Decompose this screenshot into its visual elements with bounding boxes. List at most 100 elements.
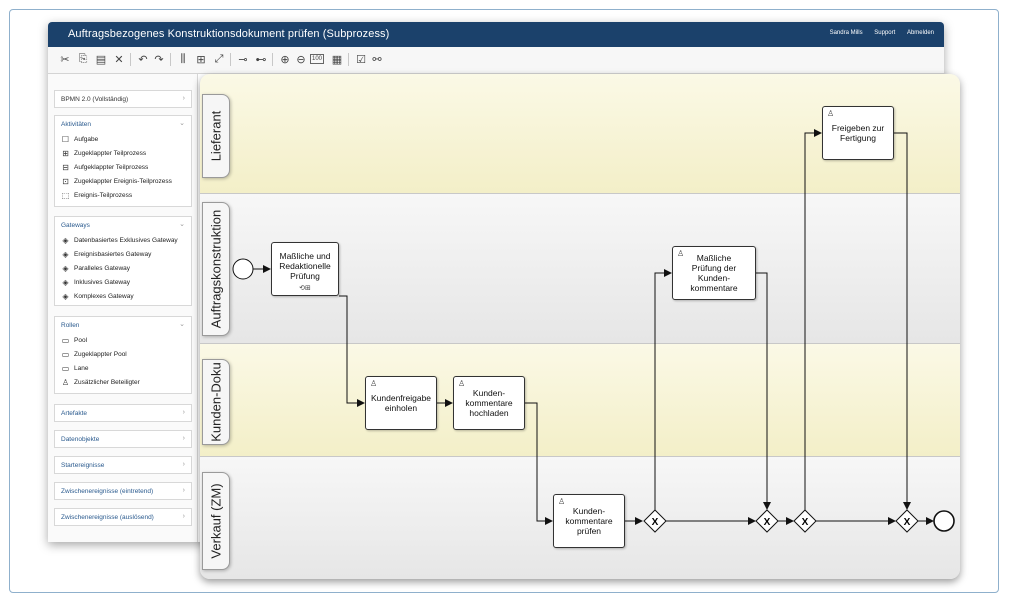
palette-item-exclusive-gateway[interactable]: ◈ Datenbasiertes Exklusives Gateway (61, 236, 178, 245)
section-startereignisse[interactable]: Startereignisse › (54, 456, 192, 474)
task-kundenkommentare-hochladen[interactable]: ♙ Kunden-kommentare hochladen (453, 376, 525, 430)
collapsed-pool-icon: ▭ (61, 350, 70, 359)
chevron-down-icon[interactable]: ⌄ (179, 321, 185, 328)
align-horizontal-icon[interactable]: ⫼ (180, 52, 186, 65)
palette-item-pool[interactable]: ▭Pool (61, 336, 87, 345)
event-gateway-icon: ◈ (62, 250, 69, 259)
section-title: Artefakte (61, 410, 88, 417)
exclusive-gateway-icon: ◈ (62, 236, 69, 245)
user-task-icon: ♙ (827, 109, 835, 118)
palette-item-zugeklappter-ereignis-teilprozess[interactable]: ⊡Zugeklappter Ereignis-Teilprozess (61, 177, 172, 186)
paste-icon[interactable]: ▤ (95, 53, 107, 66)
chevron-right-icon: › (182, 461, 185, 468)
logout-link[interactable]: Abmelden (906, 30, 934, 36)
zoom-out-icon[interactable]: ⊖ (296, 53, 306, 66)
undo-icon[interactable]: ↶ (138, 53, 148, 66)
chevron-right-icon: › (182, 435, 185, 442)
task-label: Maßliche Prüfung der Kunden-kommentare (690, 253, 738, 293)
chevron-down-icon[interactable]: ⌄ (179, 120, 185, 127)
share-icon[interactable]: ⚯ (372, 53, 382, 66)
palette-item-label: Paralleles Gateway (74, 265, 130, 272)
toolbar-separator (272, 53, 273, 66)
check-icon[interactable]: ☑ (356, 53, 366, 66)
lane-label-auftragskonstruktion[interactable]: Auftragskonstruktion (202, 202, 230, 336)
palette-item-event-gateway[interactable]: ◈Ereignisbasiertes Gateway (61, 250, 151, 259)
palette-item-parallel-gateway[interactable]: ◈Paralleles Gateway (61, 264, 130, 273)
palette-item-aufgabe[interactable]: ☐ Aufgabe (61, 135, 98, 144)
palette-item-inclusive-gateway[interactable]: ◈Inklusives Gateway (61, 278, 130, 287)
section-artefakte[interactable]: Artefakte › (54, 404, 192, 422)
user-name[interactable]: Sandra Mills (829, 30, 863, 36)
task-freigeben-zur-fertigung[interactable]: ♙ Freigeben zur Fertigung (822, 106, 894, 160)
section-title: Zwischenereignisse (eintretend) (61, 488, 154, 495)
toolbar-separator (348, 53, 349, 66)
palette-item-label: Zusätzlicher Beteiligter (74, 379, 140, 386)
palette-item-label: Aufgabe (74, 136, 99, 143)
person-icon: ♙ (61, 378, 70, 387)
section-title: Zwischenereignisse (auslösend) (61, 514, 154, 521)
lane-icon: ▭ (61, 364, 70, 373)
task-kundenkommentare-pruefen[interactable]: ♙ Kunden-kommentare prüfen (553, 494, 625, 548)
fit-icon[interactable]: ⤢ (214, 52, 224, 65)
task-label: Maßliche und Redaktionelle Prüfung (279, 251, 331, 281)
copy-icon[interactable]: ⎘ (78, 52, 88, 65)
chevron-right-icon: › (182, 95, 185, 102)
chevron-right-icon: › (182, 487, 185, 494)
section-zwischenereignisse-eintretend[interactable]: Zwischenereignisse (eintretend) › (54, 482, 192, 500)
section-aktivitaeten: Aktivitäten ⌄ ☐ Aufgabe ⊞ Zugeklappter Tei… (54, 115, 192, 207)
section-title[interactable]: Gateways (61, 222, 90, 229)
task-massliche-pruefung-kundenkommentare[interactable]: ♙ Maßliche Prüfung der Kunden-kommentare (672, 246, 756, 300)
redo-icon[interactable]: ↷ (154, 53, 164, 66)
lane-label-kunden-doku[interactable]: Kunden-Doku (202, 359, 230, 445)
palette-item-lane[interactable]: ▭ Lane (61, 364, 89, 373)
user-task-icon: ♙ (558, 497, 566, 506)
header-links: Sandra Mills Support Abmelden (820, 30, 934, 36)
zoom-in-icon[interactable]: ⊕ (280, 53, 290, 66)
section-datenobjekte[interactable]: Datenobjekte › (54, 430, 192, 448)
complex-gateway-icon: ◈ (62, 292, 69, 301)
chevron-right-icon: › (182, 409, 185, 416)
grid-icon[interactable]: ▦ (331, 53, 343, 66)
lane-title: Auftragskonstruktion (208, 209, 224, 329)
task-label: Freigeben zur Fertigung (831, 123, 885, 143)
palette-item-label: Lane (74, 365, 89, 372)
align-vertical-icon[interactable]: ⊞ (196, 53, 206, 66)
notation-selector[interactable]: BPMN 2.0 (Vollständig) › (54, 90, 192, 108)
section-gateways: Gateways ⌄ ◈ Datenbasiertes Exklusives Ga… (54, 216, 192, 306)
section-rollen: Rollen ⌄ ▭Pool ▭Zugeklappter Pool ▭Lane … (54, 316, 192, 394)
toolbar-separator (230, 53, 231, 66)
task-massliche-redaktionelle-pruefung[interactable]: Maßliche und Redaktionelle Prüfung ⟲⊞ (271, 242, 339, 296)
event-subprocess-icon: ⬚ (61, 191, 70, 200)
palette-item-label: Zugeklappter Pool (74, 351, 127, 358)
unlock-icon[interactable]: ⊷ (255, 53, 267, 66)
lane-kunden-doku[interactable] (200, 344, 960, 457)
palette-item-complex-gateway[interactable]: ◈Komplexes Gateway (61, 292, 133, 301)
event-subprocess-collapsed-icon: ⊡ (62, 177, 69, 186)
lane-label-verkauf[interactable]: Verkauf (ZM) (202, 472, 230, 570)
expanded-subprocess-icon: ⊟ (62, 163, 69, 172)
section-title[interactable]: Rollen (61, 322, 80, 329)
palette-item-zugeklappter-teilprozess[interactable]: ⊞ Zugeklappter Teilprozess (61, 149, 146, 158)
section-title[interactable]: Aktivitäten (61, 121, 91, 128)
zoom-100-icon[interactable]: 100 (310, 54, 324, 64)
lock-icon[interactable]: ⊸ (238, 53, 248, 66)
lane-title: Kunden-Doku (208, 362, 224, 442)
palette-item-participant[interactable]: ♙ Zusätzlicher Beteiligter (61, 378, 140, 387)
shape-library-sidebar: BPMN 2.0 (Vollständig) › Aktivitäten ⌄ ☐… (48, 74, 198, 542)
palette-item-collapsed-pool[interactable]: ▭ Zugeklappter Pool (61, 350, 127, 359)
palette-item-label: Zugeklappter Teilprozess (74, 150, 147, 157)
palette-item-label: Datenbasiertes Exklusives Gateway (74, 237, 178, 244)
section-zwischenereignisse-ausloesend[interactable]: Zwischenereignisse (auslösend) › (54, 508, 192, 526)
chevron-down-icon[interactable]: ⌄ (179, 221, 185, 228)
lane-label-lieferant[interactable]: Lieferant (202, 94, 230, 178)
task-kundenfreigabe-einholen[interactable]: ♙ Kundenfreigabe einholen (365, 376, 437, 430)
task-icon: ☐ (61, 135, 70, 144)
diagram-canvas[interactable]: Lieferant Auftragskonstruktion Kunden-Do… (200, 74, 960, 579)
collapsed-subprocess-icon: ⊞ (62, 149, 69, 158)
cut-icon[interactable]: ✂ (60, 53, 70, 66)
support-link[interactable]: Support (874, 30, 896, 36)
section-title: Datenobjekte (61, 436, 100, 443)
palette-item-aufgeklappter-teilprozess[interactable]: ⊟Aufgeklappter Teilprozess (61, 163, 148, 172)
delete-icon[interactable]: ✕ (114, 53, 124, 66)
palette-item-ereignis-teilprozess[interactable]: ⬚Ereignis-Teilprozess (61, 191, 132, 200)
